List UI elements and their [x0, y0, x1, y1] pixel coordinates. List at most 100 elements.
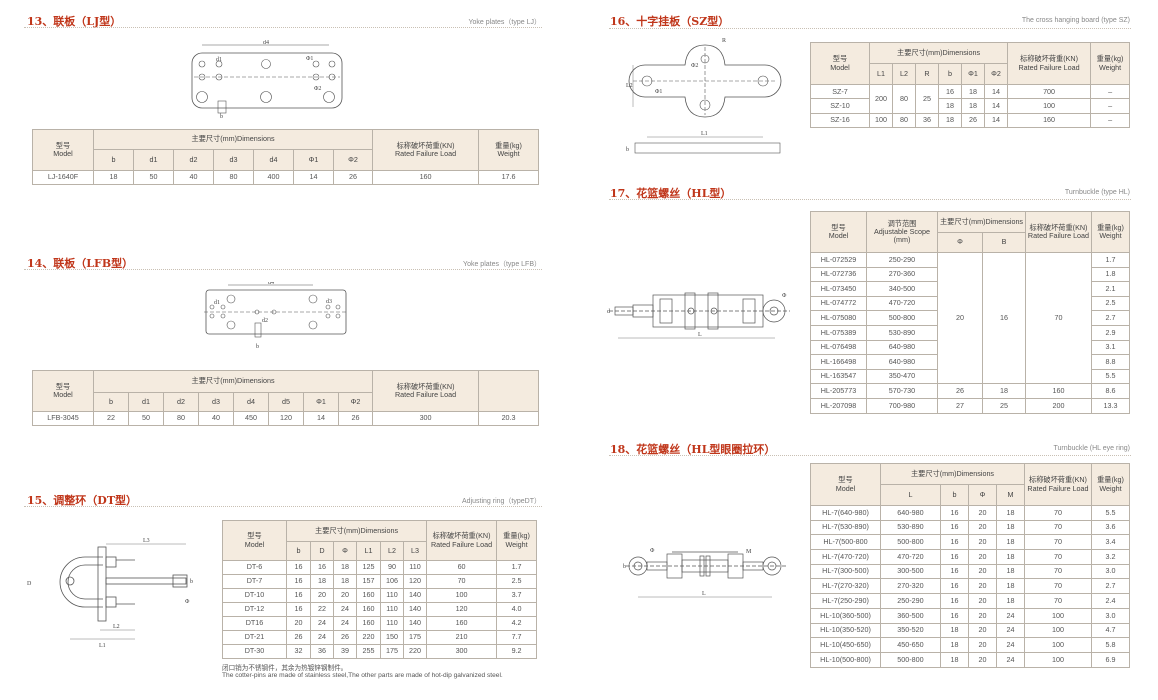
table-cell: 50	[133, 170, 174, 185]
column-header: 标称破坏荷重(KN) Rated Failure Load	[372, 129, 480, 171]
model-cell: HL-205773	[810, 383, 867, 399]
section-15-title: 15、调整环（DT型）	[27, 494, 138, 507]
table-cell: 1.7	[496, 560, 538, 575]
table-cell: 18	[961, 98, 985, 114]
dimension-header: b	[93, 392, 129, 412]
model-cell: DT-21	[222, 630, 287, 645]
table-cell: 2.1	[1091, 281, 1130, 297]
model-cell: HL-10(500-800)	[810, 651, 881, 668]
table-cell: 700-980	[866, 397, 938, 414]
section-18-title: 18、花篮螺丝（HL型眼圈拉环）	[610, 443, 776, 456]
table-cell: 16	[982, 251, 1026, 385]
section-18-divider	[609, 455, 1131, 456]
model-cell: HL-10(360-500)	[810, 607, 881, 624]
label-d1: d1	[216, 57, 222, 63]
model-cell: SZ-10	[810, 98, 870, 114]
table-cell: 110	[380, 588, 404, 603]
hl-turnbuckle-drawing: L Φ d	[607, 292, 790, 339]
model-cell: DT-12	[222, 602, 287, 617]
column-header: 主要尺寸(mm)Dimensions	[285, 520, 428, 542]
table-cell: 125	[356, 560, 381, 575]
table-cell: 360-500	[880, 607, 941, 624]
label-phi2: Φ2	[691, 63, 698, 69]
table-cell: 8.8	[1091, 354, 1130, 370]
table-cell: 22	[310, 602, 334, 617]
table-cell: 110	[380, 616, 404, 631]
section-13-title: 13、联板（LJ型）	[27, 15, 122, 28]
model-cell: HL-10(350-520)	[810, 622, 881, 639]
table-cell: 120	[402, 574, 428, 589]
label-L2: L2	[113, 624, 120, 630]
table-cell: 20.3	[478, 411, 540, 426]
model-cell: HL-7(300-500)	[810, 563, 881, 580]
table-cell: 160	[356, 588, 381, 603]
table-cell: 640-980	[880, 505, 941, 521]
dimension-header: Φ	[333, 541, 357, 561]
model-cell: SZ-7	[810, 83, 870, 100]
model-cell: HL-163547	[810, 368, 867, 385]
table-cell: 100	[1024, 622, 1092, 639]
dimension-header: b	[938, 63, 962, 85]
column-header: 型号 Model	[32, 370, 94, 412]
table-cell: 18	[961, 83, 985, 100]
table-cell: 18	[996, 578, 1025, 595]
table-cell: 70	[1024, 549, 1092, 565]
label-M: M	[746, 549, 752, 555]
section-15-divider	[24, 506, 542, 507]
column-header	[478, 370, 540, 412]
table-cell: 100	[869, 112, 893, 128]
table-cell: 14	[983, 83, 1009, 100]
model-cell: HL-075080	[810, 310, 867, 326]
section-15-subtitle: Adjusting ring（typeDT）	[462, 498, 541, 505]
table-cell: 20	[968, 607, 997, 624]
label-R: R	[722, 38, 726, 44]
model-cell: HL-072736	[810, 266, 867, 283]
table-cell: 16	[938, 83, 962, 100]
table-cell: 20	[968, 593, 997, 609]
table-cell: 3.0	[1091, 607, 1130, 624]
table-cell: 16	[940, 549, 969, 565]
table-cell: 18	[940, 637, 969, 653]
column-header: 调节范围 Adjustable Scope (mm)	[866, 211, 938, 253]
label-d4: d4	[268, 282, 274, 286]
table-cell: 13.3	[1091, 397, 1130, 414]
dimension-header: M	[996, 484, 1025, 506]
table-cell: 16	[940, 607, 969, 624]
model-cell: DT-10	[222, 588, 287, 603]
table-cell: 16	[286, 574, 311, 589]
table-cell: 25	[982, 397, 1026, 414]
label-L: L	[698, 332, 702, 338]
label-D: D	[27, 581, 32, 587]
table-cell: 70	[1024, 578, 1092, 595]
table-cell: 26	[961, 112, 985, 128]
table-cell: 80	[213, 170, 254, 185]
table-cell: 14	[303, 411, 339, 426]
table-cell: 70	[1024, 519, 1092, 536]
table-cell: 110	[402, 560, 428, 575]
model-cell: DT-6	[222, 560, 287, 575]
table-cell: 70	[426, 574, 498, 589]
table-cell: 24	[310, 616, 334, 631]
dimension-header: L	[880, 484, 941, 506]
section-16-subtitle: The cross hanging board (type SZ)	[1021, 17, 1130, 24]
label-d3: d3	[326, 299, 332, 305]
